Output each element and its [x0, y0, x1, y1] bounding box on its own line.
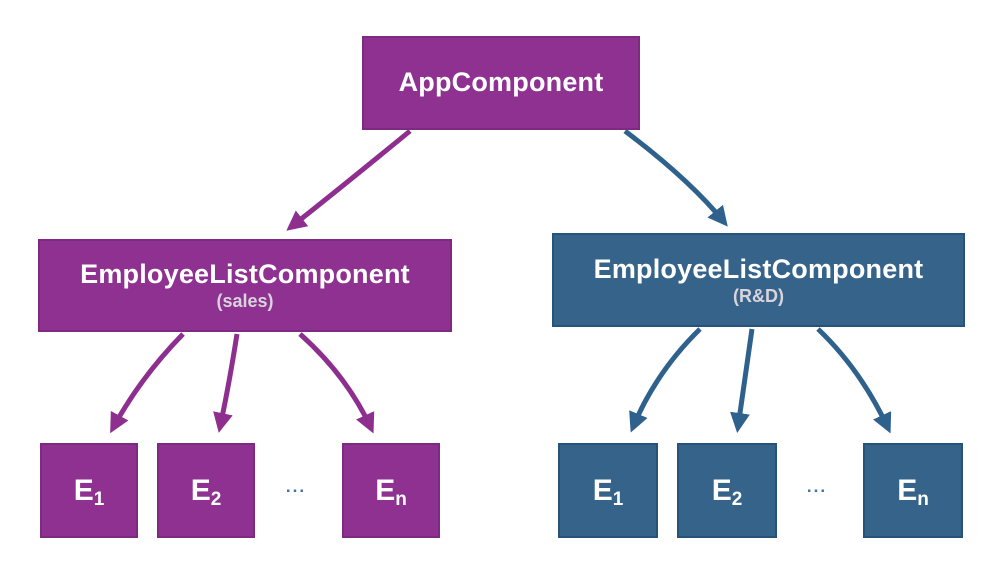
rnd-ellipsis: ... [806, 477, 828, 496]
node-label: E1 [592, 473, 624, 510]
node-employee-list-sales: EmployeeListComponent (sales) [38, 239, 452, 332]
node-label: EmployeeListComponent [80, 259, 410, 290]
node-sublabel: (sales) [216, 291, 274, 312]
node-label: En [897, 473, 929, 510]
node-sublabel: (R&D) [733, 285, 784, 306]
node-employee-list-rnd: EmployeeListComponent (R&D) [552, 233, 965, 327]
node-rnd-e2: E2 [677, 443, 777, 538]
edge-sales-to-e1 [110, 332, 185, 434]
node-label: En [375, 473, 407, 510]
edge-rnd-to-e2 [730, 328, 755, 433]
edge-app-to-sales [286, 129, 412, 231]
edge-app-to-rnd [623, 129, 728, 227]
node-label: E2 [711, 473, 743, 510]
node-sales-e1: E1 [40, 443, 138, 538]
edge-sales-to-e2 [213, 333, 240, 433]
node-sales-en: En [342, 443, 440, 538]
node-label: E1 [73, 473, 105, 510]
sales-ellipsis: ... [285, 477, 307, 496]
node-label: EmployeeListComponent [593, 253, 924, 284]
node-label: E2 [190, 473, 222, 510]
edge-sales-to-en [298, 332, 375, 434]
node-label: AppComponent [398, 67, 604, 98]
node-app-component: AppComponent [362, 36, 640, 130]
node-sales-e2: E2 [157, 443, 255, 538]
edge-rnd-to-en [816, 327, 892, 434]
node-rnd-e1: E1 [558, 443, 658, 538]
node-rnd-en: En [863, 443, 963, 538]
edge-rnd-to-e1 [629, 327, 702, 433]
